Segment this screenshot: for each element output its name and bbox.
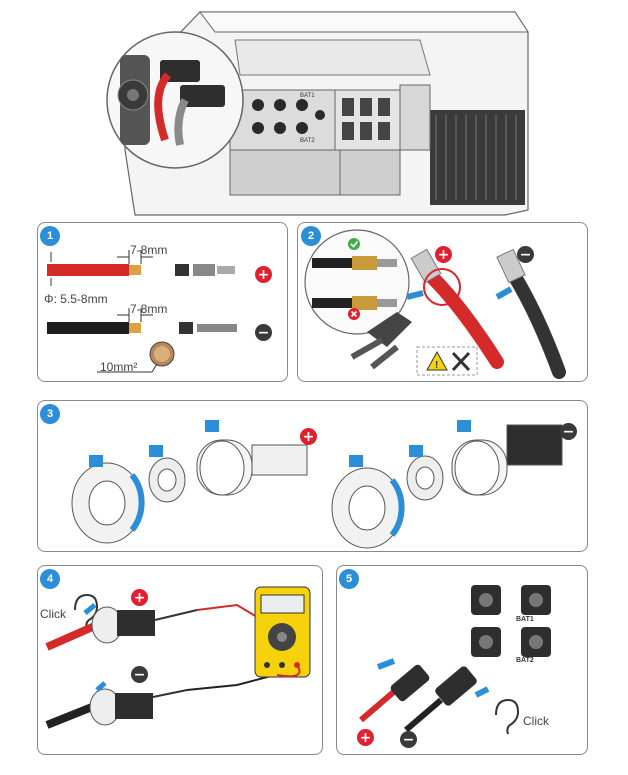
strip-length-bottom: 7-8mm bbox=[130, 302, 168, 316]
inverter-port-bat1: BAT1 bbox=[300, 93, 315, 99]
step-3-badge: 3 bbox=[40, 404, 60, 424]
step-2-diagram: ! bbox=[304, 229, 566, 379]
cross-section-label: 10mm² bbox=[100, 360, 138, 374]
click-label-step5: Click bbox=[523, 714, 549, 728]
cable-diameter: Φ: 5.5-8mm bbox=[44, 292, 108, 306]
port-bat2: BAT2 bbox=[516, 657, 534, 664]
negative-sign: − bbox=[517, 246, 534, 263]
positive-sign: + bbox=[300, 428, 317, 445]
step-4-badge: 4 bbox=[40, 569, 60, 589]
step-1-badge: 1 bbox=[40, 226, 60, 246]
positive-sign: + bbox=[357, 729, 374, 746]
heatsink bbox=[430, 110, 525, 205]
check-icon bbox=[348, 238, 360, 250]
negative-sign: − bbox=[131, 666, 148, 683]
warning-icon bbox=[426, 350, 448, 371]
negative-sign: − bbox=[255, 324, 272, 341]
step-5-badge: 5 bbox=[339, 569, 359, 589]
negative-sign: − bbox=[400, 731, 417, 748]
port-bat1: BAT1 bbox=[516, 616, 534, 623]
strip-length-top: 7-8mm bbox=[130, 243, 168, 257]
connector-zoom-circle bbox=[106, 31, 244, 169]
negative-sign: − bbox=[560, 423, 577, 440]
positive-sign: + bbox=[131, 589, 148, 606]
step-2-badge: 2 bbox=[301, 226, 321, 246]
step-4-diagram bbox=[45, 586, 311, 729]
positive-sign: + bbox=[435, 246, 452, 263]
step-5-diagram: BAT1 BAT2 bbox=[359, 585, 551, 735]
multimeter-icon bbox=[254, 586, 311, 678]
inverter-illustration: BAT1 BAT2 bbox=[106, 11, 529, 216]
ear-icon bbox=[495, 698, 520, 735]
positive-sign: + bbox=[255, 266, 272, 283]
ear-icon bbox=[74, 593, 99, 630]
inverter-port-bat2: BAT2 bbox=[300, 138, 315, 144]
tools-icon bbox=[451, 351, 471, 372]
step-1-diagram bbox=[47, 250, 237, 373]
step-3-diagram bbox=[71, 420, 563, 549]
svg-text:!: ! bbox=[435, 360, 438, 371]
click-label-step4: Click bbox=[40, 607, 66, 621]
